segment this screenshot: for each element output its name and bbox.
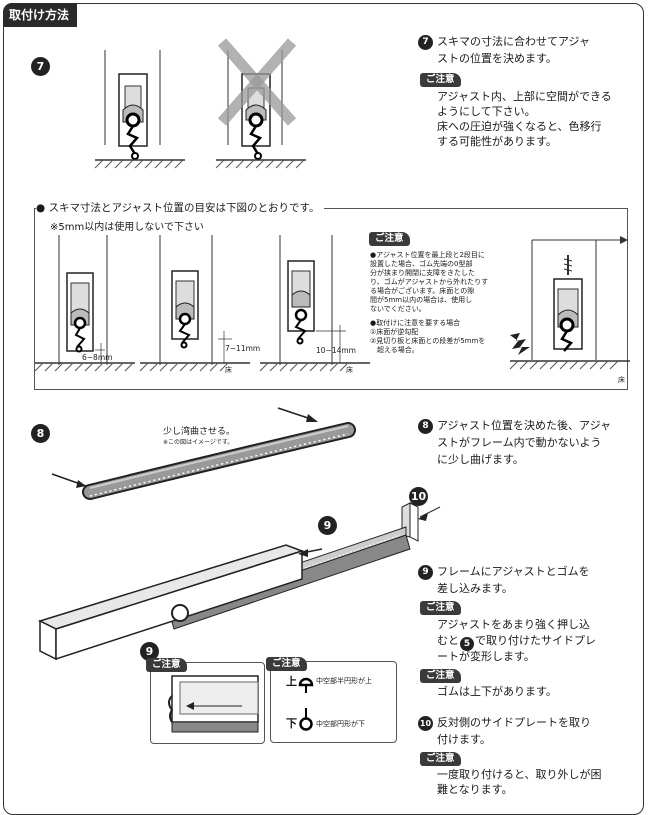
guide-caution-line: ●アジャスト位置を最上段と2段目に <box>370 251 485 259</box>
guide-caution-badge: ご注意 <box>369 232 410 246</box>
step-9-inline-number: 9 <box>418 565 433 580</box>
step-7-instruction-line-2: ストの位置を決めます。 <box>437 52 557 65</box>
step-10-instruction-line-1: 反対側のサイドプレートを取り <box>437 716 591 729</box>
step-10-caution-line-1: 一度取り付けると、取り外しが困 <box>437 768 602 781</box>
adjust-guide-box <box>34 208 628 390</box>
rubber-bottom-desc: 中空部円形が下 <box>316 720 365 728</box>
step-8-bent-adjuster-diagram <box>51 407 356 500</box>
step-9-inset-number: 9 <box>140 642 159 661</box>
step-7-caution-line-2: ようにして下さい。 <box>437 105 536 118</box>
step-9-instruction-line-2: 差し込みます。 <box>437 582 513 595</box>
guide-heading-text: スキマ寸法とアジャスト位置の目安は下図のとおりです。 <box>48 202 320 214</box>
step-7-inline-number: 7 <box>418 35 433 50</box>
step-9-caution-line-3: ートが変形します。 <box>437 650 535 663</box>
step-7-number: 7 <box>31 57 50 76</box>
guide-diagram-3 <box>259 235 370 372</box>
step-8-image-note: ※この図はイメージです。 <box>163 439 234 446</box>
step-9-inset2-caution-badge: ご注意 <box>266 657 307 671</box>
step-9-caution2-badge: ご注意 <box>420 669 461 683</box>
step-9-inset-frame <box>150 662 265 744</box>
guide-dim-1: 6~8mm <box>82 353 113 362</box>
step-8-instruction-line-1: アジャスト位置を決めた後、アジャ <box>437 419 612 432</box>
rubber-bottom-label: 下 <box>286 717 297 730</box>
guide-diagram-2 <box>139 235 250 372</box>
step-9-inset-caution-badge: ご注意 <box>146 658 187 672</box>
step-9-diagram-number: 9 <box>318 516 337 535</box>
step-10-diagram-number: 10 <box>409 487 428 506</box>
step-10-caution-line-2: 難となります。 <box>437 783 513 796</box>
guide-floor-label-4: 床 <box>618 376 625 384</box>
step-7-caution-line-1: アジャスト内、上部に空間ができる <box>437 90 612 103</box>
step-9-rubber-orientation-frame <box>270 661 397 743</box>
step-8-instruction-line-2: ストがフレーム内で動かないよう <box>437 436 602 449</box>
step-9-inset-diagram <box>168 675 259 733</box>
guide-note: ※5mm以内は使用しないで下さい <box>50 222 204 233</box>
guide-caution-line: ●取付けに注意を要する場合 <box>370 319 461 327</box>
step-5-reference-icon: 5 <box>460 637 474 651</box>
step-7-caution-line-3: 床への圧迫が強くなると、色移行 <box>437 120 602 133</box>
step-9-caution-line-2a: むと <box>437 634 459 647</box>
guide-caution-line: ないでください。 <box>370 305 426 313</box>
step-9-caution2-text: ゴムは上下があります。 <box>437 685 557 698</box>
guide-caution-line: り、ゴムがアジャストから外れたりす <box>370 278 489 286</box>
step-10-inline-number: 10 <box>418 716 433 731</box>
guide-impact-diagram <box>509 236 630 370</box>
guide-floor-label-2: 床 <box>225 366 232 374</box>
guide-floor-label-3: 床 <box>346 366 353 374</box>
guide-caution-line: ①床面が逆勾配 <box>370 328 419 336</box>
rubber-top-label: 上 <box>286 675 297 688</box>
guide-caution-line: 分が挟まり開閉に支障をきたした <box>370 269 475 277</box>
step-7-incorrect-diagram <box>215 38 306 169</box>
rubber-top-icon <box>298 677 314 693</box>
rubber-top-desc: 中空部半円形が上 <box>316 677 372 685</box>
guide-diagram-1 <box>34 235 135 372</box>
step-7-caution-line-4: する可能性があります。 <box>437 135 557 148</box>
step-8-bend-label: 少し湾曲させる。 <box>163 427 236 437</box>
step-9-caution-line-1: アジャストをあまり強く押し込 <box>437 618 591 631</box>
step-9-instruction-line-1: フレームにアジャストとゴムを <box>437 565 590 578</box>
guide-caution-line: ②見切り板と床面との段差が5mmを <box>370 337 486 345</box>
guide-dim-2: 7~11mm <box>225 344 261 353</box>
step-10-instruction-line-2: 付けます。 <box>437 733 491 746</box>
step-9-frame-insertion-diagram <box>37 502 441 661</box>
guide-caution-line: 超える場合。 <box>370 346 419 354</box>
step-7-instruction-line-1: スキマの寸法に合わせてアジャ <box>437 35 591 48</box>
guide-dim-3: 10~14mm <box>316 346 356 355</box>
step-7-correct-diagram <box>94 50 185 169</box>
step-10-caution-badge: ご注意 <box>420 752 461 766</box>
step-7-caution-badge: ご注意 <box>420 73 461 87</box>
rubber-bottom-icon <box>299 708 313 731</box>
step-8-instruction-line-3: に少し曲げます。 <box>437 453 524 466</box>
guide-heading: ● スキマ寸法とアジャスト位置の目安は下図のとおりです。 <box>36 200 324 216</box>
step-9-caution-badge: ご注意 <box>420 601 461 615</box>
guide-caution-line: る場合がございます。床面との隙 <box>370 287 475 295</box>
page-title: 取付け方法 <box>3 3 78 27</box>
step-8-number: 8 <box>31 424 50 443</box>
guide-caution-line: 設置した場合、ゴム先端の0型部 <box>370 260 473 268</box>
step-9-caution-line-2b: で取り付けたサイドプレ <box>475 634 596 647</box>
guide-caution-text: ●アジャスト位置を最上段と2段目に 設置した場合、ゴム先端の0型部 分が挟まり開… <box>370 251 510 355</box>
step-8-inline-number: 8 <box>418 419 433 434</box>
guide-caution-line: 間が5mm以内の場合は、使用し <box>370 296 473 304</box>
